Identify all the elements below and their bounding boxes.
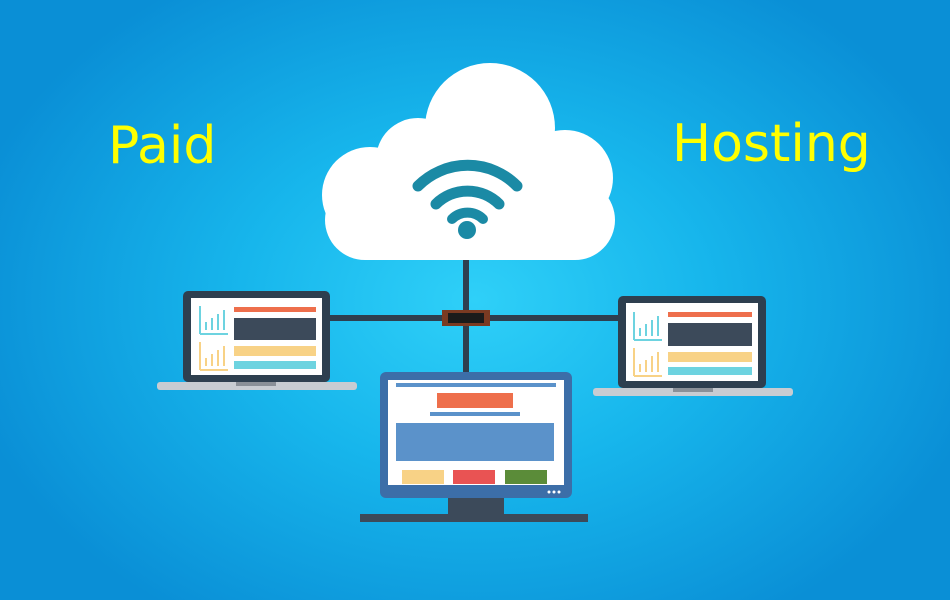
laptop-left bbox=[157, 291, 357, 390]
monitor-stand bbox=[448, 498, 504, 514]
network-switch-inner bbox=[448, 313, 484, 323]
monitor-indicator-dots bbox=[547, 490, 561, 494]
laptop-right bbox=[593, 296, 793, 396]
monitor-base bbox=[360, 514, 588, 522]
wifi-icon bbox=[412, 160, 523, 239]
bar-chart-icon bbox=[633, 312, 662, 377]
cloud-icon bbox=[322, 63, 615, 260]
bar-chart-icon bbox=[199, 306, 228, 371]
network-cables bbox=[330, 255, 622, 378]
desktop-monitor-icon bbox=[360, 372, 588, 522]
title-hosting: Hosting bbox=[672, 114, 871, 174]
title-paid: Paid bbox=[108, 116, 217, 176]
